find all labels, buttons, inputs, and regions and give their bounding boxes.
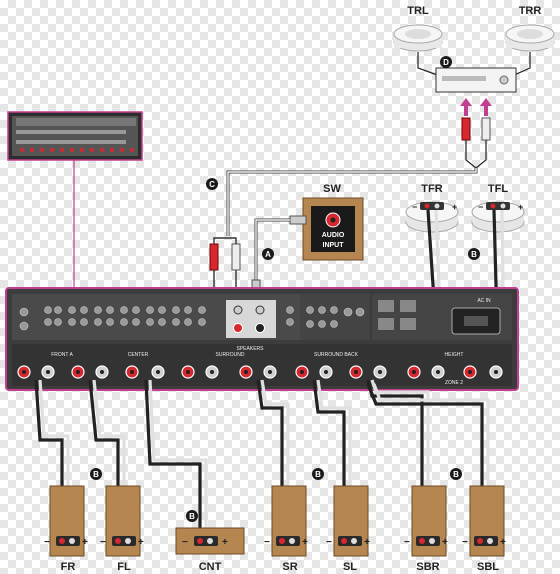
tfl-plus: + — [518, 202, 523, 212]
sl-minus: − — [326, 537, 332, 548]
surround-back-label: SURROUND BACK — [314, 352, 359, 358]
subwoofer-input-panel: AUDIO INPUT — [302, 197, 364, 261]
callout-b-center: B — [186, 510, 198, 522]
label-sl: SL — [343, 561, 357, 573]
speaker-sbr — [411, 485, 447, 557]
fr-plus: + — [82, 537, 88, 548]
svg-text:B: B — [315, 470, 321, 479]
callout-b-left: B — [90, 468, 102, 480]
label-tfl: TFL — [488, 183, 508, 195]
tfr-plus: + — [452, 202, 457, 212]
surround-label: SURROUND — [216, 352, 245, 358]
fl-plus: + — [138, 537, 144, 548]
speaker-sbl — [469, 485, 505, 557]
speaker-fl — [105, 485, 141, 557]
receiver-thumbnail — [7, 111, 143, 161]
speaker-sr — [271, 485, 307, 557]
sr-plus: + — [302, 537, 308, 548]
callout-a: A — [262, 248, 274, 260]
svg-text:A: A — [265, 250, 271, 259]
external-amplifier — [435, 67, 517, 93]
sbr-plus: + — [442, 537, 448, 548]
svg-text:B: B — [471, 250, 477, 259]
speaker-tfr — [405, 201, 459, 233]
speaker-cnt — [175, 527, 245, 555]
callout-b-top: B — [468, 248, 480, 260]
front-a-label: FRONT A — [51, 352, 73, 358]
fl-minus: − — [100, 537, 106, 548]
sbr-minus: − — [404, 537, 410, 548]
svg-text:B: B — [93, 470, 99, 479]
callout-d: D — [440, 56, 452, 68]
sbl-plus: + — [500, 537, 506, 548]
speaker-fr — [49, 485, 85, 557]
fr-minus: − — [44, 537, 50, 548]
label-tfr: TFR — [421, 183, 442, 195]
label-fr: FR — [61, 561, 76, 573]
rca-plug-red-c — [209, 243, 219, 271]
label-trl: TRL — [407, 5, 429, 17]
speaker-trr — [505, 24, 555, 52]
ac-in-label: AC IN — [477, 298, 491, 304]
rca-plug-white — [481, 117, 491, 141]
tfr-minus: − — [412, 202, 417, 212]
sbl-minus: − — [462, 537, 468, 548]
label-sw: SW — [323, 183, 341, 195]
tfl-minus: − — [478, 202, 483, 212]
svg-text:INPUT: INPUT — [323, 242, 345, 249]
cnt-plus: + — [222, 537, 228, 548]
sr-minus: − — [264, 537, 270, 548]
speaker-terminals — [17, 365, 503, 379]
svg-text:B: B — [189, 512, 195, 521]
sw-plug — [289, 215, 307, 225]
svg-text:AUDIO: AUDIO — [322, 232, 345, 239]
speakers-label: SPEAKERS — [237, 346, 265, 352]
center-label: CENTER — [128, 352, 149, 358]
cnt-minus: − — [182, 537, 188, 548]
signal-arrows — [460, 98, 492, 116]
sl-plus: + — [364, 537, 370, 548]
callout-c: C — [206, 178, 218, 190]
label-sr: SR — [282, 561, 297, 573]
rca-plug-red — [461, 117, 471, 141]
zone2-label: ZONE 2 — [445, 380, 463, 386]
svg-text:B: B — [453, 470, 459, 479]
svg-text:C: C — [209, 180, 215, 189]
svg-text:D: D — [443, 58, 449, 67]
label-trr: TRR — [519, 5, 542, 17]
label-sbr: SBR — [416, 561, 439, 573]
receiver-back-panel — [5, 287, 519, 391]
speaker-wires — [34, 379, 490, 534]
callout-b-back: B — [450, 468, 462, 480]
callout-b-surround: B — [312, 468, 324, 480]
speaker-sl — [333, 485, 369, 557]
label-cnt: CNT — [199, 561, 222, 573]
label-fl: FL — [117, 561, 131, 573]
label-sbl: SBL — [477, 561, 499, 573]
speaker-tfl — [471, 201, 525, 233]
rca-plug-white-c — [231, 243, 241, 271]
speaker-trl — [393, 24, 443, 52]
height-label: HEIGHT — [445, 352, 464, 358]
